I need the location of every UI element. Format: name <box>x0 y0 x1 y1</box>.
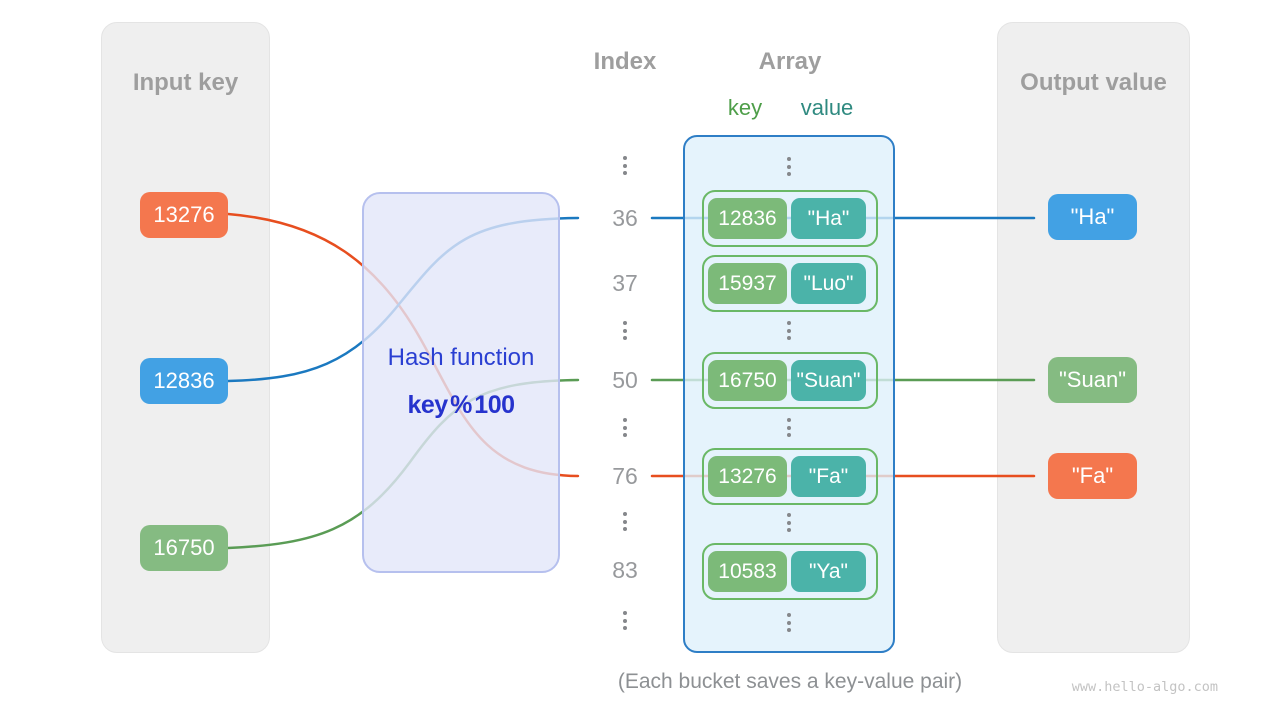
bucket-value: "Luo" <box>791 263 866 304</box>
bucket-row: 12836 "Ha" <box>702 190 878 247</box>
array-column-title: Array <box>758 48 822 75</box>
hash-formula: key % 100 <box>407 391 515 419</box>
vertical-ellipsis-icon <box>787 321 791 344</box>
bucket-value: "Fa" <box>791 456 866 497</box>
bucket-value: "Ha" <box>791 198 866 239</box>
index-column-title: Index <box>593 48 657 75</box>
input-panel-title: Input key <box>132 69 239 96</box>
vertical-ellipsis-icon <box>787 513 791 536</box>
bucket-value: "Ya" <box>791 551 866 592</box>
bucket-row: 16750 "Suan" <box>702 352 878 409</box>
output-value-ha: "Ha" <box>1048 194 1137 240</box>
vertical-ellipsis-icon <box>787 418 791 441</box>
vertical-ellipsis-icon <box>623 156 627 179</box>
index-76: 76 <box>612 463 638 489</box>
bucket-row: 13276 "Fa" <box>702 448 878 505</box>
vertical-ellipsis-icon <box>787 613 791 636</box>
output-panel-title: Output value <box>1020 69 1167 96</box>
watermark: www.hello-algo.com <box>1071 679 1218 695</box>
input-key-13276: 13276 <box>140 192 228 238</box>
vertical-ellipsis-icon <box>623 512 627 535</box>
bucket-key: 16750 <box>708 360 787 401</box>
input-key-16750: 16750 <box>140 525 228 571</box>
hash-function-box: Hash function key % 100 <box>362 192 560 573</box>
bucket-key: 15937 <box>708 263 787 304</box>
diagram-caption: (Each bucket saves a key-value pair) <box>617 670 963 693</box>
output-value-suan: "Suan" <box>1048 357 1137 403</box>
bucket-row: 15937 "Luo" <box>702 255 878 312</box>
bucket-key: 10583 <box>708 551 787 592</box>
bucket-value: "Suan" <box>791 360 866 401</box>
index-36: 36 <box>612 205 638 231</box>
output-value-panel: Output value <box>997 22 1190 653</box>
bucket-key: 13276 <box>708 456 787 497</box>
input-key-12836: 12836 <box>140 358 228 404</box>
index-50: 50 <box>612 367 638 393</box>
key-header: key <box>727 95 763 120</box>
index-37: 37 <box>612 270 638 296</box>
vertical-ellipsis-icon <box>787 157 791 180</box>
bucket-key: 12836 <box>708 198 787 239</box>
output-value-fa: "Fa" <box>1048 453 1137 499</box>
hash-function-label: Hash function <box>387 344 535 371</box>
vertical-ellipsis-icon <box>623 418 627 441</box>
bucket-row: 10583 "Ya" <box>702 543 878 600</box>
value-header: value <box>800 95 854 120</box>
index-83: 83 <box>612 557 638 583</box>
vertical-ellipsis-icon <box>623 321 627 344</box>
vertical-ellipsis-icon <box>623 611 627 634</box>
